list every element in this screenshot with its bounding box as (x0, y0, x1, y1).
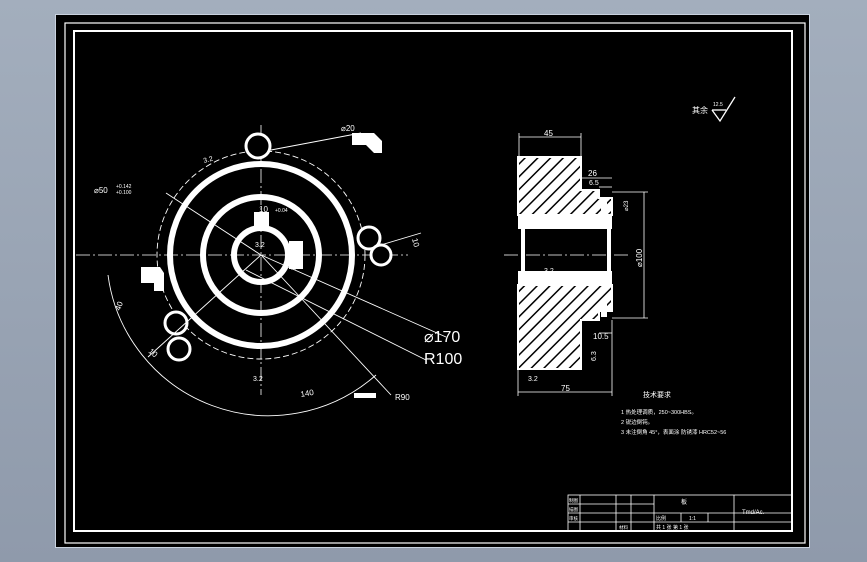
dim-phi50: ⌀50 (94, 186, 108, 195)
inner-frame (64, 22, 806, 544)
tol-phi50-upper: +0.142 (116, 184, 132, 190)
dim-keyway-depth: 53.3 (291, 256, 298, 270)
tech-req-item-3: 3 未注倒角 45°，表面涂 防锈漆 HRC52~56 (621, 428, 726, 436)
dim-keyway-width: 10 (259, 205, 268, 214)
step-detail-bottom (601, 303, 607, 317)
roughness-label: 其余 (692, 105, 708, 115)
roughness-value: 12.5 (713, 102, 723, 108)
leader-phi20 (270, 132, 362, 151)
roughness-symbol-icon (711, 96, 736, 123)
section-lower-half (517, 284, 613, 370)
rough-center: 3.2 (255, 242, 265, 249)
tb-drawing-no: Tmd/Ac. (742, 510, 765, 516)
tb-row-label-1: 制图 (569, 497, 578, 504)
tol-keyway: +0.04 (275, 208, 288, 214)
tb-part-name: 板 (681, 498, 687, 506)
middle-ring (200, 194, 322, 316)
dim-arc-140 (107, 274, 377, 417)
step-detail-top (601, 201, 607, 215)
section-bore-top-wall (518, 215, 612, 229)
tb-sheet-info: 共 1 张 第 1 张 (656, 524, 689, 531)
surface-finish-block-left (141, 267, 164, 291)
tb-scale-label: 比例 (656, 515, 666, 522)
roughness-note: 其余 12.5 (692, 96, 736, 123)
r90-marker (354, 393, 376, 398)
dim-140: 140 (300, 388, 315, 399)
tb-scale-value: 1:1 (689, 516, 696, 522)
title-block-text: 制图 描图 审核 材料 板 比例 1:1 共 1 张 第 1 张 Tmd/Ac. (569, 497, 765, 531)
right-lug-hole-2 (369, 243, 393, 267)
dim-45: 45 (544, 129, 553, 138)
leader-r90 (260, 254, 392, 396)
leader-10-left (147, 254, 262, 358)
dim-75: 75 (561, 384, 570, 393)
dim-6-3: 6.3 (591, 351, 598, 361)
dim-phi23: ⌀23 (624, 200, 630, 211)
tb-row-label-2: 描图 (569, 506, 578, 513)
tb-material: 材料 (619, 524, 628, 531)
drawing-sheet: ⌀170 R100 R90 ⌀50 +0.142 +0.100 10 +0.04… (55, 14, 810, 548)
outer-profile (167, 161, 355, 349)
rough-bottom: 3.2 (253, 376, 263, 383)
dim-phi100: ⌀100 (635, 248, 644, 267)
leader-phi170 (260, 254, 447, 338)
front-view: ⌀170 R100 R90 ⌀50 +0.142 +0.100 10 +0.04… (76, 124, 462, 417)
tb-row-label-3: 审核 (569, 515, 578, 522)
tol-phi50-lower: +0.100 (116, 190, 132, 196)
surface-finish-block-top (352, 133, 382, 153)
leader-r100 (245, 269, 427, 361)
rough-section-center: 3.2 (544, 268, 554, 275)
dim-6-5: 6.5 (589, 180, 599, 187)
dim-26: 26 (588, 169, 597, 178)
dim-r90: R90 (395, 393, 410, 402)
tech-req-title: 技术要求 (643, 390, 671, 399)
left-lug-hole-2 (166, 336, 192, 362)
dim-10-5: 10.5 (593, 332, 609, 341)
dim-10-right: 10 (410, 237, 421, 248)
title-block (567, 494, 793, 532)
dim-phi170: ⌀170 (424, 329, 460, 346)
title-frame (73, 30, 793, 532)
dim-phi20: ⌀20 (341, 124, 355, 133)
rough-section-bottom: 3.2 (528, 376, 538, 383)
leader-10-right (380, 232, 422, 246)
cad-drawing: ⌀170 R100 R90 ⌀50 +0.142 +0.100 10 +0.04… (64, 22, 806, 544)
keyway-side (289, 241, 303, 269)
tech-requirements: 技术要求 1 热处理调质，250~300HBS。 2 锐边倒钝。 3 未注倒角 … (621, 390, 726, 436)
keyway (254, 212, 269, 227)
tech-req-item-2: 2 锐边倒钝。 (621, 418, 653, 426)
top-lug-hole (244, 132, 272, 160)
section-view: 45 26 6.5 10.5 75 ⌀100 ⌀23 6.3 3.2 3.2 (504, 129, 648, 396)
left-lug-hole (163, 310, 189, 336)
dim-40: 40 (113, 300, 125, 312)
section-bore-bottom-wall (518, 271, 612, 285)
bore (231, 225, 291, 285)
leader-phi50 (165, 192, 262, 256)
tech-req-item-1: 1 热处理调质，250~300HBS。 (621, 408, 697, 416)
right-lug-hole (356, 225, 382, 251)
rough-top: 3.2 (203, 156, 214, 165)
dim-r100: R100 (424, 351, 462, 368)
